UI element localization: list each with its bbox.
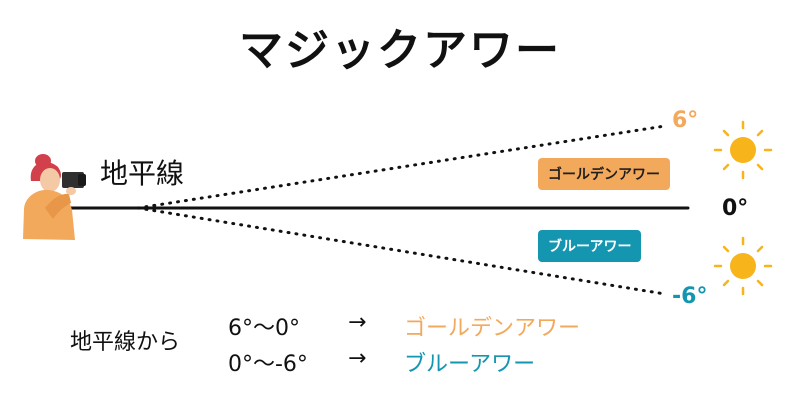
legend-name-blue: ブルーアワー [404, 352, 536, 377]
arm [45, 193, 71, 219]
legend-arrow-golden: → [348, 310, 367, 335]
angle-0-degrees: 0° [722, 196, 749, 221]
horizon-label: 地平線 [100, 157, 185, 190]
legend-name-golden: ゴールデンアワー [404, 316, 581, 341]
legend-lead: 地平線から [70, 330, 181, 355]
photographer-icon [23, 154, 86, 240]
blue-hour-badge: ブルーアワー [538, 230, 642, 262]
angle-6-degrees: 6° [672, 108, 699, 133]
hand [66, 187, 76, 195]
upper-dotted-line [136, 124, 667, 210]
camera-lens [78, 174, 86, 186]
lower-dotted-line [136, 206, 667, 296]
page-title: マジックアワー [239, 25, 561, 76]
legend-arrow-blue: → [348, 346, 367, 371]
golden-hour-badge: ゴールデンアワー [538, 158, 670, 190]
upper-sun-icon [713, 120, 773, 180]
face [40, 168, 60, 192]
angle-minus-6-degrees: -6° [672, 284, 708, 309]
lower-sun-icon [713, 236, 773, 296]
legend-range-golden: 6°〜0° [228, 316, 300, 341]
legend-range-blue: 0°〜-6° [228, 352, 308, 377]
